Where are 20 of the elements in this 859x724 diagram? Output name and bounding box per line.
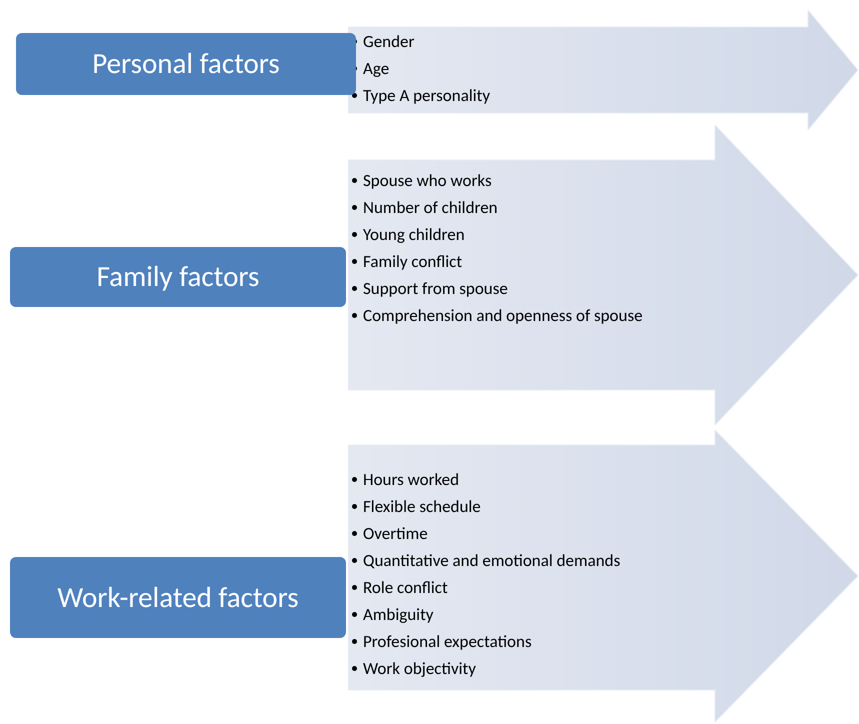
list-item-text: Ambiguity (363, 604, 434, 624)
list-item-text: Support from spouse (363, 278, 508, 298)
list-item-text: Overtime (363, 524, 428, 544)
category-box: Family factors (10, 247, 346, 307)
list-item-text: Flexible schedule (363, 496, 481, 516)
list-item-text: Work objectivity (363, 658, 476, 678)
list-item-text: Gender (363, 32, 414, 52)
list-item-text: Spouse who works (363, 170, 492, 190)
list-item-text: Role conflict (363, 578, 448, 598)
list-item-text: Age (363, 58, 390, 78)
list-item-text: Young children (363, 224, 465, 244)
list-item-text: Hours worked (363, 470, 460, 490)
category-box: Personal factors (16, 33, 356, 95)
list-item-text: Type A personality (363, 86, 490, 106)
list-item-text: Profesional expectations (363, 632, 532, 652)
category-box: Work-related factors (10, 557, 346, 638)
list-item-text: Family conflict (363, 252, 462, 272)
list-item-text: Quantitative and emotional demands (363, 550, 620, 570)
list-item-text: Number of children (363, 198, 498, 218)
list-item-text: Comprehension and openness of spouse (363, 306, 643, 326)
